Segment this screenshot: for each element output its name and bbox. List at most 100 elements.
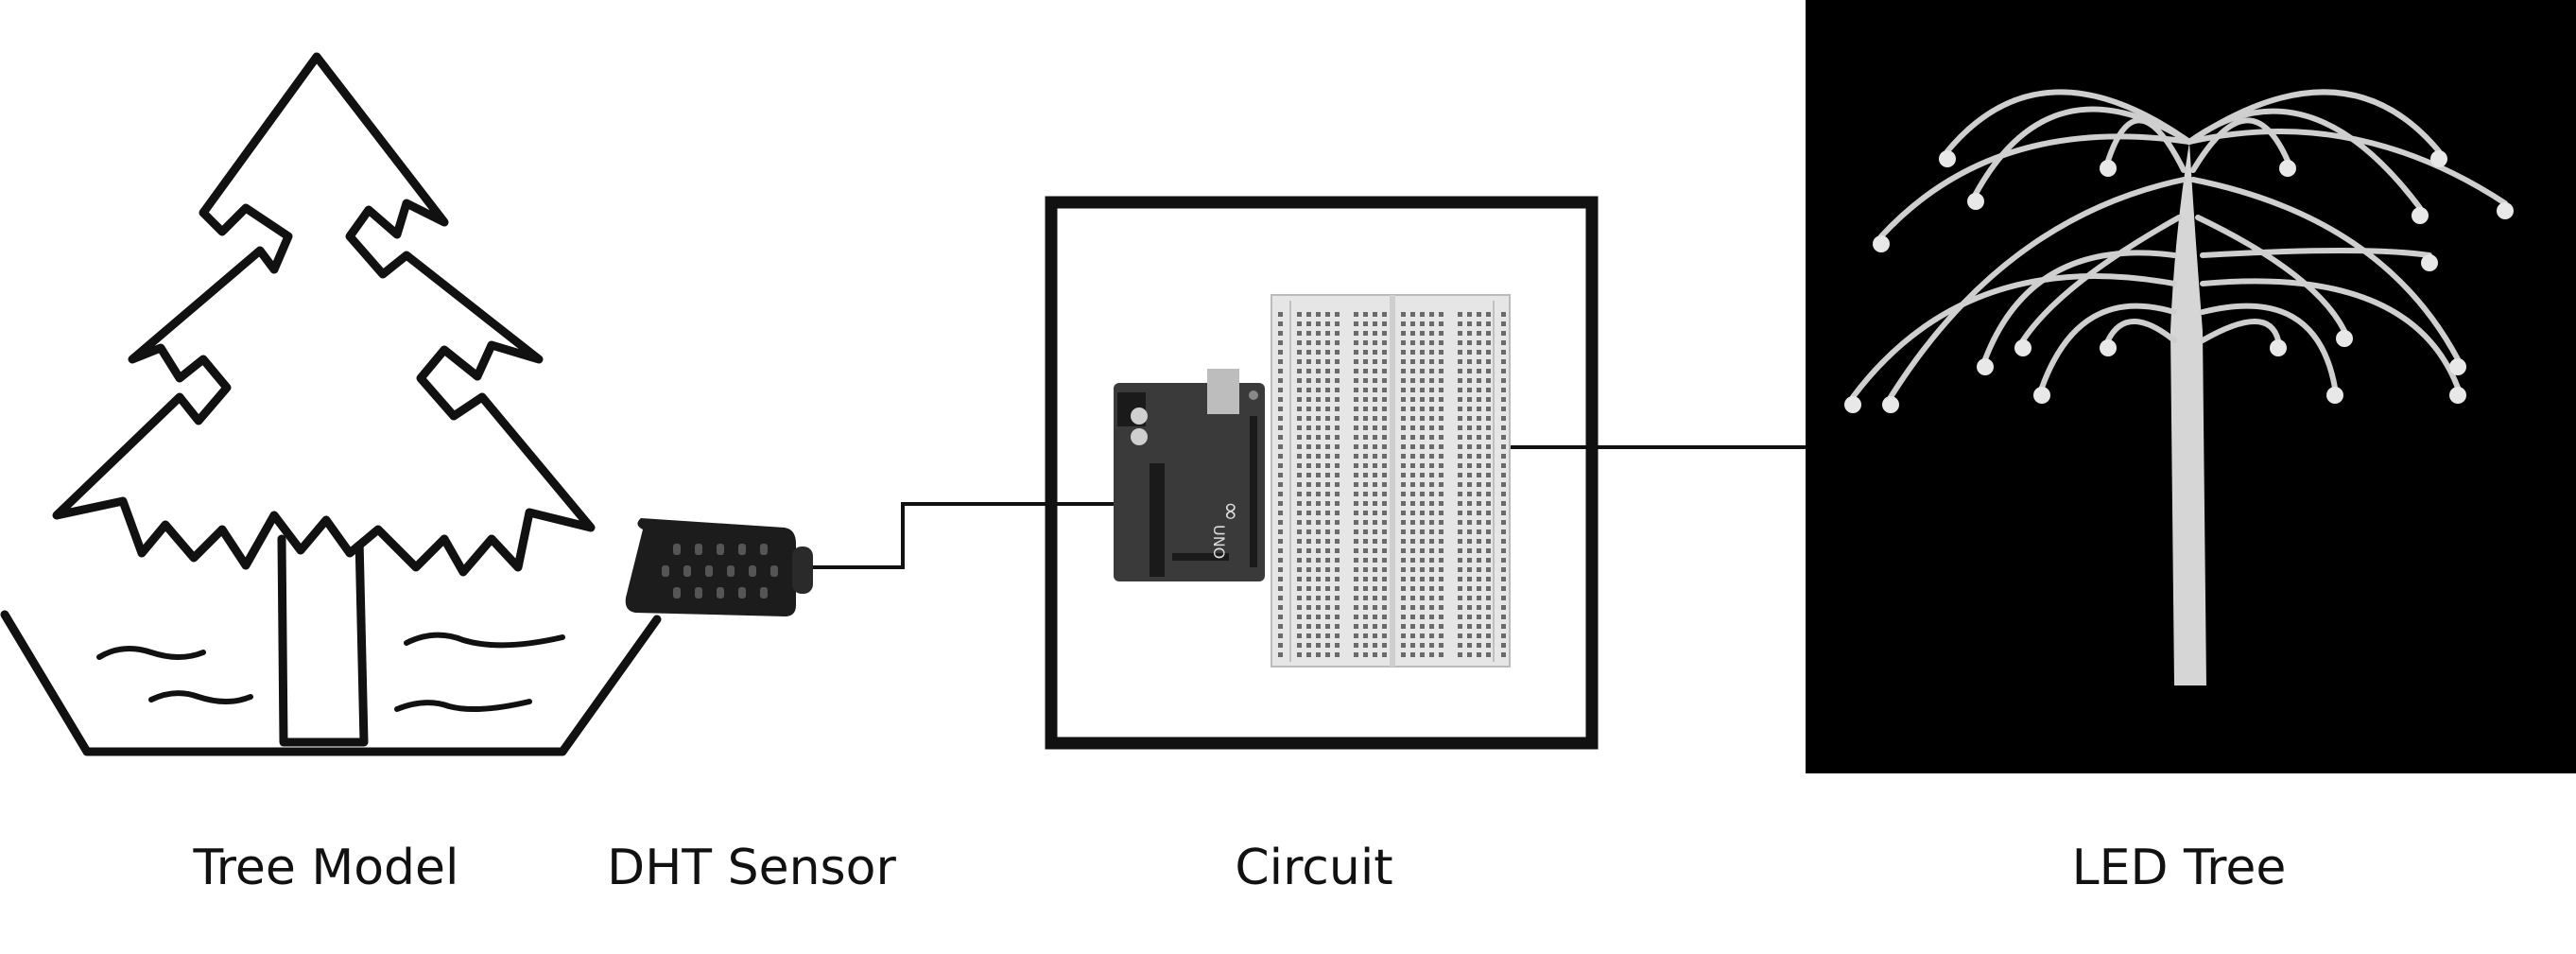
breadboard-hole (1335, 548, 1340, 553)
breadboard-hole (1316, 652, 1321, 657)
breadboard-hole (1467, 321, 1472, 326)
breadboard-hole (1335, 321, 1340, 326)
breadboard-hole (1325, 567, 1330, 572)
breadboard-hole (1458, 444, 1462, 449)
breadboard-hole (1439, 567, 1444, 572)
breadboard-hole (1363, 643, 1368, 648)
breadboard-hole (1467, 643, 1472, 648)
breadboard-hole (1363, 615, 1368, 619)
breadboard-hole (1467, 435, 1472, 440)
breadboard-hole (1373, 454, 1377, 459)
breadboard-hole (1429, 378, 1434, 383)
breadboard-hole (1297, 605, 1302, 610)
breadboard-hole (1458, 463, 1462, 468)
breadboard-hole (1458, 577, 1462, 581)
breadboard-hole (1373, 350, 1377, 355)
breadboard-hole (1501, 359, 1506, 364)
breadboard-hole (1325, 350, 1330, 355)
led-arc (2105, 117, 2187, 173)
breadboard-hole (1382, 577, 1387, 581)
breadboard-hole (1373, 425, 1377, 430)
breadboard-hole (1278, 454, 1283, 459)
breadboard-hole (1467, 615, 1472, 619)
breadboard-hole (1467, 359, 1472, 364)
breadboard-hole (1501, 331, 1506, 336)
breadboard-hole (1354, 425, 1358, 430)
breadboard-hole (1382, 454, 1387, 459)
breadboard-hole (1354, 633, 1358, 638)
pot-outline (0, 610, 662, 756)
breadboard-hole (1306, 312, 1311, 317)
breadboard-hole (1316, 501, 1321, 506)
breadboard-hole (1429, 548, 1434, 553)
breadboard-hole (1316, 359, 1321, 364)
breadboard-hole (1401, 652, 1406, 657)
breadboard-hole (1335, 463, 1340, 468)
breadboard-hole (1458, 492, 1462, 496)
breadboard-hole (1401, 548, 1406, 553)
breadboard-icon (1271, 294, 1511, 668)
led-bulb (2430, 150, 2447, 167)
breadboard-hole (1382, 539, 1387, 544)
breadboard-hole (1501, 520, 1506, 525)
breadboard-hole (1401, 378, 1406, 383)
breadboard-hole (1335, 340, 1340, 345)
breadboard-hole (1316, 444, 1321, 449)
breadboard-hole (1297, 340, 1302, 345)
breadboard-hole (1316, 643, 1321, 648)
breadboard-hole (1501, 444, 1506, 449)
breadboard-hole (1382, 331, 1387, 336)
led-bulb (2336, 330, 2353, 347)
breadboard-hole (1297, 312, 1302, 317)
breadboard-hole (1467, 340, 1472, 345)
breadboard-hole (1429, 463, 1434, 468)
breadboard-hole (1401, 397, 1406, 402)
breadboard-hole (1439, 312, 1444, 317)
breadboard-hole (1420, 615, 1425, 619)
breadboard-hole (1335, 558, 1340, 563)
breadboard-hole (1325, 577, 1330, 581)
breadboard-hole (1458, 425, 1462, 430)
breadboard-hole (1486, 350, 1491, 355)
breadboard-hole (1325, 378, 1330, 383)
breadboard-hole (1278, 331, 1283, 336)
breadboard-hole (1439, 558, 1444, 563)
breadboard-hole (1316, 548, 1321, 553)
led-arc (2195, 215, 2347, 334)
breadboard-hole (1401, 454, 1406, 459)
breadboard-hole (1306, 350, 1311, 355)
breadboard-hole (1382, 615, 1387, 619)
breadboard-hole (1373, 539, 1377, 544)
breadboard-hole (1486, 473, 1491, 477)
breadboard-hole (1354, 501, 1358, 506)
breadboard-hole (1297, 435, 1302, 440)
breadboard-hole (1316, 624, 1321, 629)
breadboard-hole (1439, 548, 1444, 553)
breadboard-hole (1477, 388, 1481, 392)
breadboard-hole (1420, 321, 1425, 326)
breadboard-hole (1278, 482, 1283, 487)
breadboard-hole (1477, 605, 1481, 610)
breadboard-hole (1410, 397, 1415, 402)
breadboard-hole (1410, 340, 1415, 345)
breadboard-hole (1325, 482, 1330, 487)
breadboard-hole (1410, 501, 1415, 506)
breadboard-hole (1429, 633, 1434, 638)
breadboard-hole (1382, 529, 1387, 534)
breadboard-hole (1316, 416, 1321, 421)
breadboard-hole (1297, 643, 1302, 648)
breadboard-hole (1410, 444, 1415, 449)
breadboard-hole (1439, 633, 1444, 638)
breadboard-hole (1410, 577, 1415, 581)
breadboard-hole (1410, 359, 1415, 364)
breadboard-hole (1316, 312, 1321, 317)
breadboard-hole (1335, 624, 1340, 629)
breadboard-hole (1477, 596, 1481, 600)
breadboard-hole (1354, 605, 1358, 610)
breadboard-hole (1373, 340, 1377, 345)
breadboard-hole (1467, 463, 1472, 468)
breadboard-hole (1325, 596, 1330, 600)
breadboard-hole (1429, 586, 1434, 591)
breadboard-hole (1458, 435, 1462, 440)
breadboard-hole (1297, 615, 1302, 619)
